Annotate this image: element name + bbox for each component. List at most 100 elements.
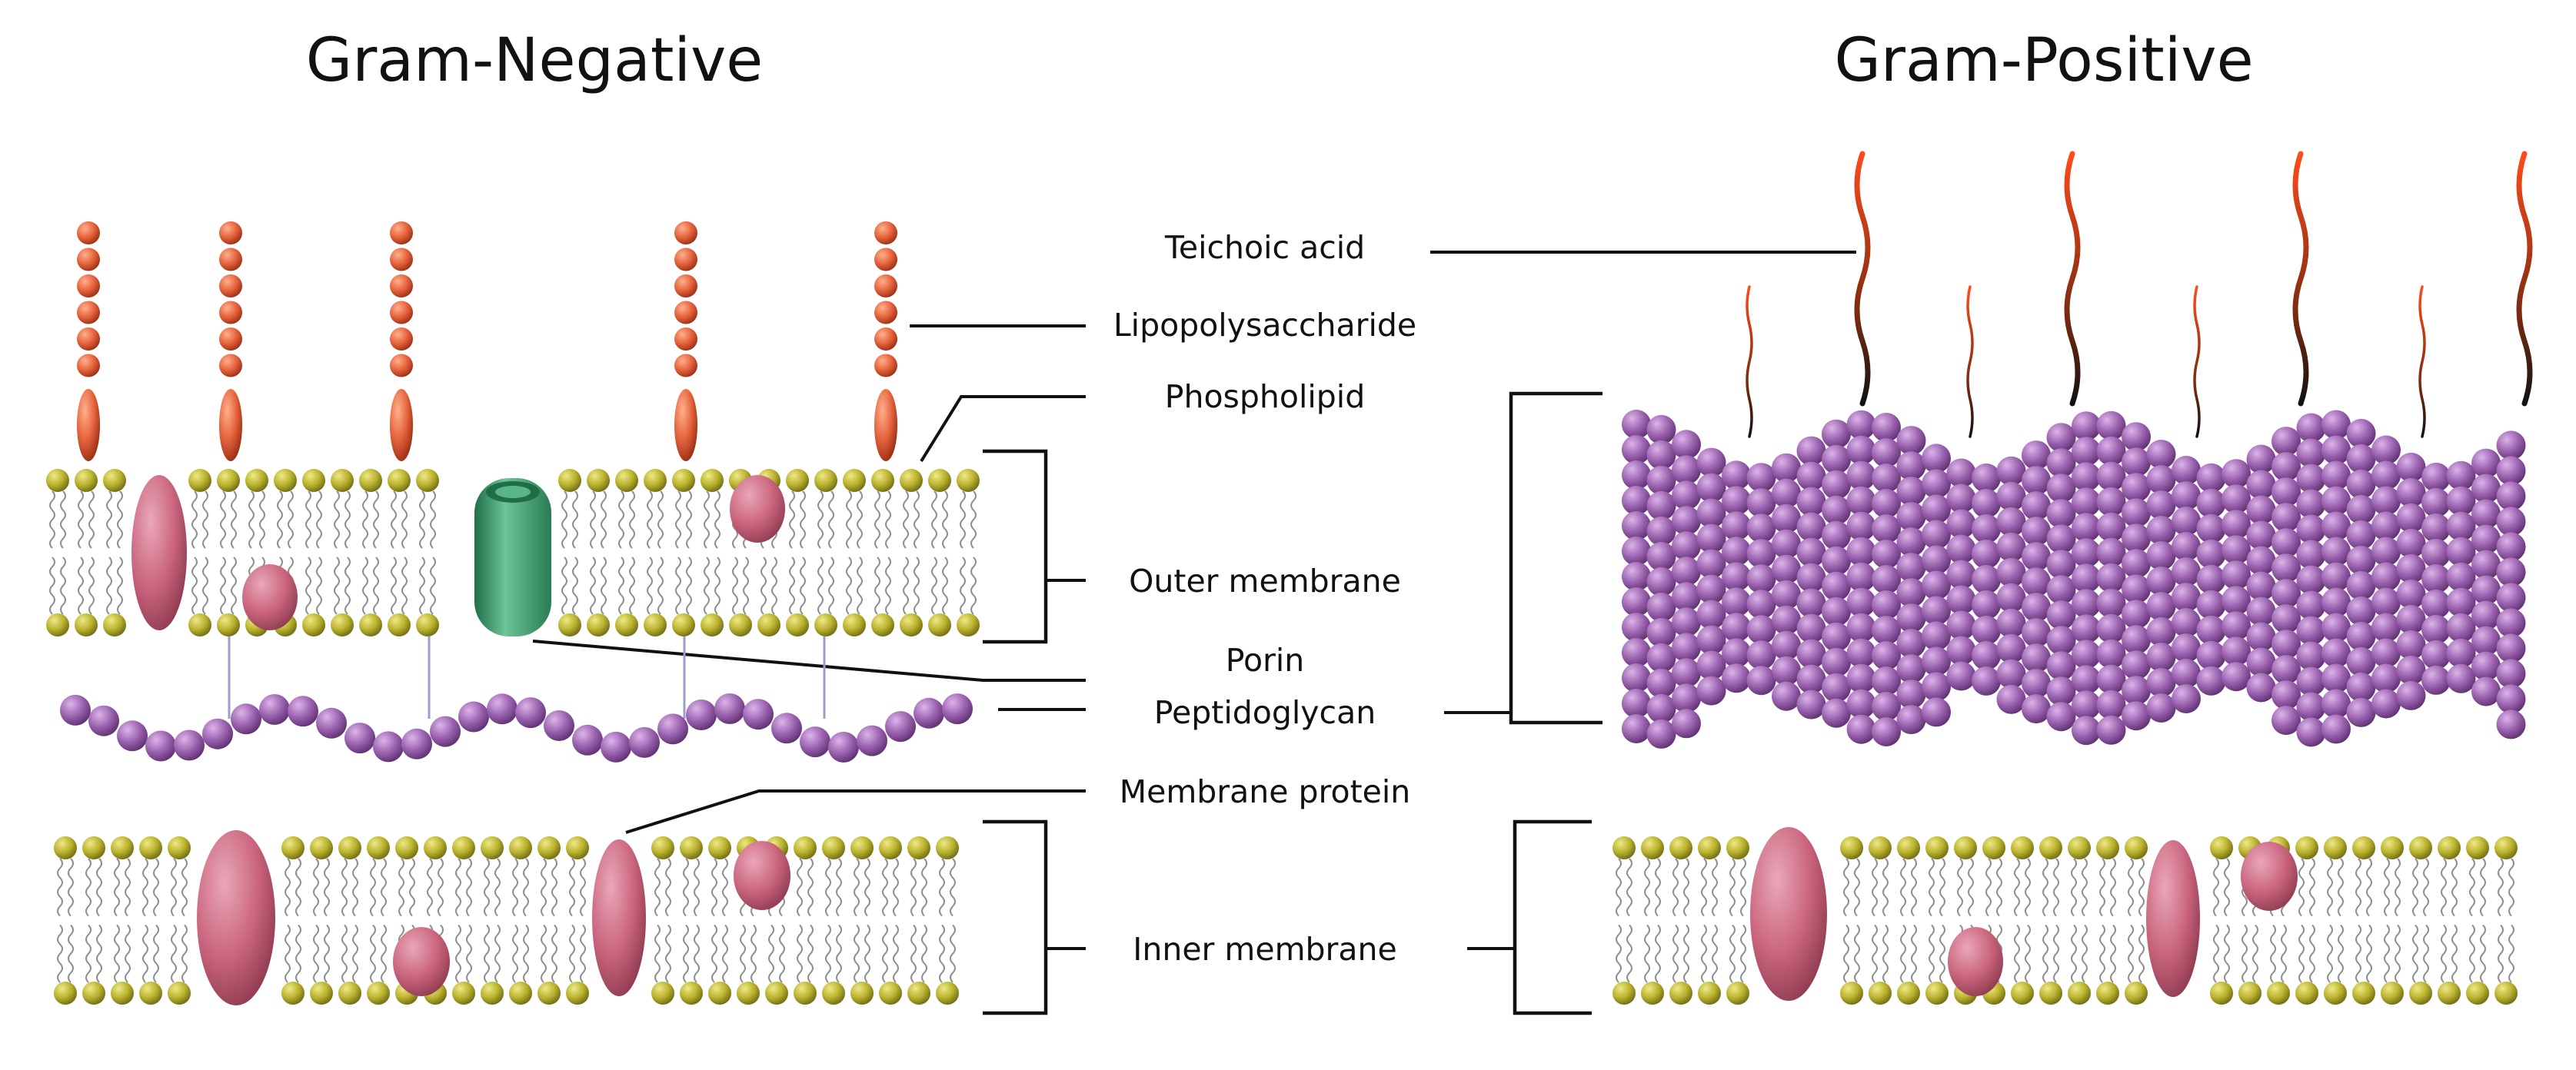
peptidoglycan-bead: [2421, 487, 2451, 517]
lipid-tail: [220, 557, 226, 615]
peptidoglycan-bead: [1922, 469, 1951, 499]
lipid-tail: [704, 490, 710, 549]
lps-bead: [874, 327, 897, 351]
peptidoglycan-bead: [2046, 499, 2076, 529]
peptidoglycan-bead: [1722, 663, 1751, 693]
lipid-head: [2295, 836, 2318, 859]
peptidoglycan-bead: [1622, 663, 1651, 693]
lipid-head: [587, 469, 610, 492]
lipid-head: [274, 469, 297, 492]
peptidoglycan-bead: [1896, 680, 1926, 709]
peptidoglycan-bead: [2321, 689, 2351, 719]
lipid-head: [1698, 836, 1721, 859]
lipid-tail: [494, 924, 501, 983]
peptidoglycan-bead: [1796, 436, 1826, 466]
lipid-head: [188, 469, 211, 492]
peptidoglycan-bead: [2421, 589, 2451, 619]
peptidoglycan-bead: [1872, 540, 1901, 569]
lps-bead: [674, 301, 697, 324]
lipid-tail: [370, 858, 376, 917]
lipid-tail: [828, 557, 834, 615]
lipid-tail: [541, 858, 547, 917]
lps-bead: [674, 354, 697, 377]
lipid-head: [2125, 836, 2148, 859]
peptidoglycan-bead: [2371, 562, 2401, 592]
lipid-head: [82, 982, 105, 1005]
peptidoglycan-bead: [2046, 651, 2076, 681]
lipid-tail: [694, 924, 700, 983]
lipid-tail: [85, 924, 92, 983]
lipid-tail: [2042, 858, 2048, 917]
lipid-tail: [2451, 858, 2458, 917]
peptidoglycan-bead: [1972, 640, 2001, 670]
peptidoglycan-bead: [1772, 529, 1801, 559]
lipid-head: [2438, 982, 2461, 1005]
peptidoglycan-bead: [1672, 658, 1701, 688]
peptidoglycan-bead: [1846, 714, 1876, 744]
lipid-tail: [836, 924, 842, 983]
lipid-head: [1869, 836, 1892, 859]
peptidoglycan-bead: [202, 718, 233, 749]
peptidoglycan-bead: [1746, 539, 1776, 569]
membrane-protein: [734, 841, 790, 910]
gram-negative-inner-membrane: [54, 830, 959, 1005]
peptidoglycan-bead: [2371, 587, 2401, 617]
lipid-head: [1897, 836, 1920, 859]
peptidoglycan-bead: [2471, 448, 2501, 478]
lipid-tail: [370, 924, 376, 983]
peptidoglycan-bead: [1672, 709, 1701, 739]
peptidoglycan-bead: [2446, 486, 2476, 516]
lipid-head: [843, 469, 866, 492]
peptidoglycan-bead: [2496, 557, 2526, 587]
peptidoglycan-bead: [2122, 574, 2151, 604]
peptidoglycan-bead: [1872, 717, 1901, 746]
peptidoglycan-bead: [1946, 509, 1976, 539]
peptidoglycan-bead: [1972, 666, 2001, 696]
lipid-tail: [885, 557, 891, 615]
peptidoglycan-bead: [2346, 545, 2376, 575]
lipid-tail: [714, 557, 721, 615]
peptidoglycan-bead: [1822, 520, 1851, 550]
lipid-tail: [316, 557, 322, 615]
peptidoglycan-bead: [942, 693, 973, 725]
peptidoglycan-bead: [1622, 613, 1651, 642]
lipid-tail: [629, 490, 635, 549]
peptidoglycan-bead: [344, 723, 375, 754]
lipid-head: [900, 469, 923, 492]
lipid-tail: [295, 858, 301, 917]
peptidoglycan-bead: [1896, 502, 1926, 532]
lipid-tail: [295, 924, 301, 983]
peptidoglycan-bead: [1822, 647, 1851, 677]
peptidoglycan-bead: [2296, 464, 2326, 493]
peptidoglycan-bead: [1922, 596, 1951, 626]
lipid-head: [957, 613, 980, 636]
membrane-protein: [242, 564, 298, 630]
peptidoglycan-bead: [2371, 613, 2401, 643]
lipid-tail: [466, 858, 472, 917]
peptidoglycan-bead: [1722, 562, 1751, 592]
peptidoglycan-bead: [2321, 638, 2351, 668]
lipid-head: [302, 469, 325, 492]
lipid-head: [850, 836, 874, 859]
lipid-head: [139, 836, 162, 859]
peptidoglycan-bead: [2196, 640, 2226, 670]
lipid-tail: [797, 924, 803, 983]
lipid-tail: [541, 924, 547, 983]
lipid-tail: [2309, 924, 2315, 983]
peptidoglycan-bead: [1622, 689, 1651, 718]
peptidoglycan-bead: [2246, 470, 2276, 500]
peptidoglycan-bead: [2072, 665, 2101, 695]
peptidoglycan-bead: [2346, 418, 2376, 448]
lipid-tail: [1957, 858, 1963, 917]
gn-inner-membrane-bracket: [983, 819, 1048, 1015]
lipid-head: [1612, 982, 1636, 1005]
peptidoglycan-bead: [1772, 630, 1801, 660]
leader-lines: [532, 251, 1856, 1015]
lipid-head: [2466, 982, 2489, 1005]
peptidoglycan-bead: [2421, 513, 2451, 543]
lipid-tail: [657, 557, 664, 615]
peptidoglycan-bead: [2296, 616, 2326, 646]
peptidoglycan-bead: [1896, 451, 1926, 481]
lipid-head: [2096, 982, 2119, 1005]
peptidoglycan-bead: [2271, 604, 2301, 634]
